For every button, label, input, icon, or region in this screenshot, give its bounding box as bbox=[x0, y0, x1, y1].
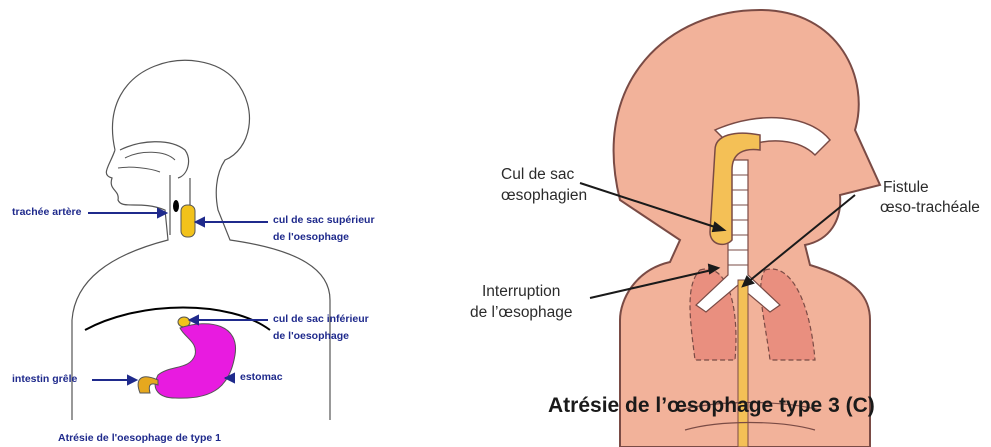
label-pouch-1: Cul de sac bbox=[501, 165, 574, 185]
label-interruption-1: Interruption bbox=[482, 282, 560, 302]
label-interruption-2: de l’œsophage bbox=[470, 303, 573, 323]
label-upper-pouch-2: de l'oesophage bbox=[273, 231, 349, 244]
label-upper-pouch-1: cul de sac supérieur bbox=[273, 214, 375, 227]
label-small-intestine: intestin grêle bbox=[12, 373, 77, 386]
diaphragm-line bbox=[85, 308, 270, 331]
label-fistula-2: œso-trachéale bbox=[880, 198, 980, 218]
label-stomach: estomac bbox=[240, 371, 283, 384]
type1-title: Atrésie de l'oesophage de type 1 bbox=[58, 432, 221, 444]
label-lower-pouch-1: cul de sac inférieur bbox=[273, 313, 369, 326]
type3-anatomy-illustration bbox=[470, 0, 991, 447]
label-lower-pouch-2: de l'oesophage bbox=[273, 330, 349, 343]
label-fistula-1: Fistule bbox=[883, 178, 929, 198]
upper-esophageal-pouch bbox=[181, 205, 195, 237]
label-pouch-2: œsophagien bbox=[501, 186, 587, 206]
stomach-shape bbox=[155, 324, 235, 398]
left-arrows bbox=[88, 209, 268, 384]
type3-title: Atrésie de l’œsophage type 3 (C) bbox=[548, 394, 875, 418]
type3-diagram-panel: Cul de sac œsophagien Fistule œso-traché… bbox=[470, 0, 991, 447]
label-trachea: trachée artère bbox=[12, 206, 81, 219]
type1-diagram-panel: trachée artère cul de sac supérieur de l… bbox=[0, 0, 470, 447]
